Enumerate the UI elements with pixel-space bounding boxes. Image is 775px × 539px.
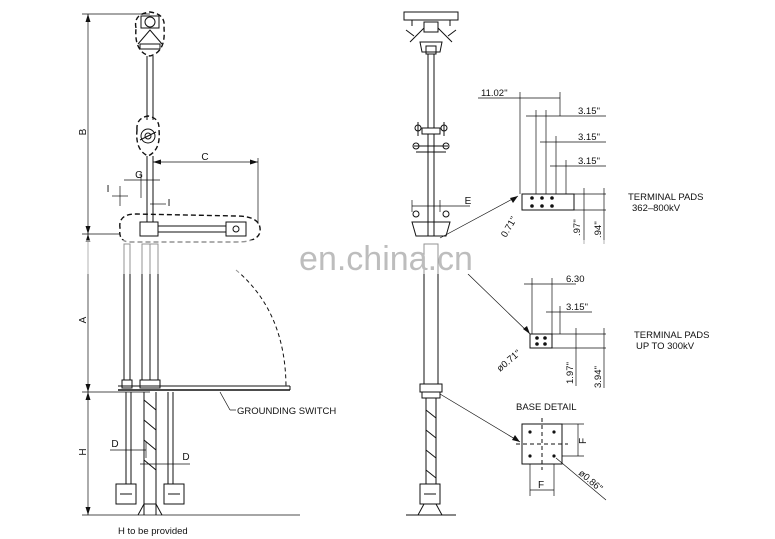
title-362-800-line1: TERMINAL PADS <box>628 192 704 203</box>
label-I-right: I <box>168 198 171 209</box>
label-grounding-switch: GROUNDING SWITCH <box>237 406 336 417</box>
terminal-pads-362-800-detail: 11.02'' 3.15'' 3.15'' 3.15'' .97'' .94''… <box>478 88 704 244</box>
label-D-lower: D <box>182 452 189 463</box>
label-h-to-be-provided: H to be provided <box>118 526 188 537</box>
dim-3-15-b: 3.15'' <box>578 132 600 143</box>
watermark: en.china.cn <box>299 240 473 278</box>
dim-6-30: 6.30 <box>566 274 585 285</box>
title-362-800-line2: 362–800kV <box>632 203 681 214</box>
label-B: B <box>78 128 89 135</box>
label-F-bottom: F <box>538 480 544 491</box>
label-H: H <box>78 448 89 455</box>
dim-0-71: 0.71'' <box>499 215 520 240</box>
dim-3-94: 3.94'' <box>593 366 604 388</box>
label-G: G <box>135 170 143 181</box>
dim-97: .97'' <box>572 219 583 236</box>
label-I-left: I <box>107 184 110 195</box>
title-300-line2: UP TO 300kV <box>636 341 695 352</box>
label-A: A <box>78 316 89 323</box>
dim-94: .94'' <box>593 221 604 238</box>
dim-0-86: ø0.86'' <box>576 468 605 494</box>
dim-3-15-300: 3.15'' <box>566 302 588 313</box>
base-detail-title: BASE DETAIL <box>516 402 577 413</box>
dim-11-02: 11.02'' <box>481 88 508 99</box>
dim-3-15-c: 3.15'' <box>578 156 600 167</box>
middle-elevation-view: E <box>403 11 531 516</box>
label-D-upper: D <box>111 439 118 450</box>
dim-3-15-a: 3.15'' <box>578 106 600 117</box>
label-F-right: F <box>578 438 589 444</box>
dim-1-97: 1.97'' <box>565 362 576 384</box>
base-detail: BASE DETAIL F F ø0.86'' <box>516 402 607 501</box>
label-E: E <box>465 196 472 207</box>
label-C: C <box>201 152 208 163</box>
dim-0-71-300: ø0.71'' <box>495 348 524 374</box>
title-300-line1: TERMINAL PADS <box>634 330 710 341</box>
left-elevation-view: B A H C G I I <box>78 11 336 537</box>
